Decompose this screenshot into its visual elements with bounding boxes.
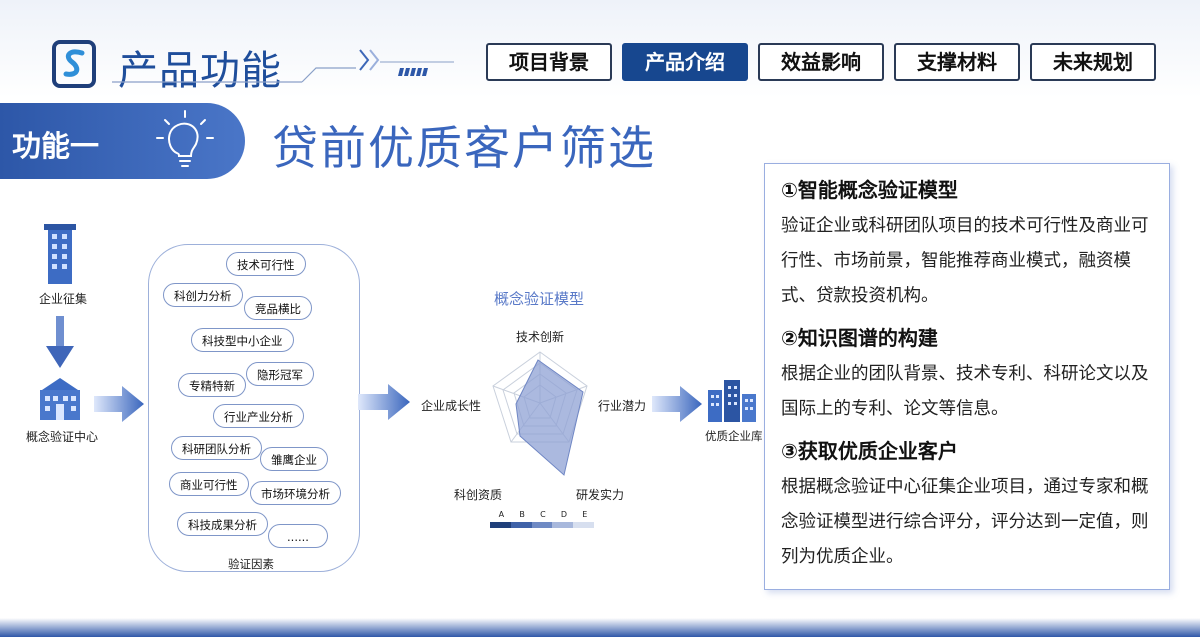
collect-label: 企业征集 [39,292,88,306]
info-heading: ②知识图谱的构建 [781,326,938,350]
factor-pill: 雏鹰企业 [260,447,328,471]
factor-pill: 科研团队分析 [171,436,262,460]
title-decoration [112,49,454,83]
factor-pill: 科技型中小企业 [191,328,294,352]
factor-pill: 行业产业分析 [213,404,304,428]
factor-pill: 科创力分析 [163,283,243,307]
radar-title: 概念验证模型 [494,290,585,308]
radar-axis-label: 研发实力 [576,488,625,502]
info-text: 根据概念验证中心征集企业项目，通过专家和概念验证模型进行综合评分，评分达到一定值… [781,477,1149,567]
page-title: 产品功能 [118,48,282,94]
flow-left-icons [40,224,80,420]
nav-tab-benefit-impact[interactable]: 效益影响 [758,43,884,81]
nav-tab-future-plan[interactable]: 未来规划 [1030,43,1156,81]
radar-axis-label: 行业潜力 [598,399,647,413]
brand-logo-icon [52,40,96,88]
building-icon [44,224,76,284]
radar-axis-label: 科创资质 [454,488,503,502]
arrow-right-icon [94,386,144,422]
company-library-icon [708,380,756,422]
factor-pill: 竞品横比 [244,296,312,320]
factor-pill-more: ...... [268,524,328,548]
nav-tab-project-background[interactable]: 项目背景 [486,43,612,81]
center-label: 概念验证中心 [26,430,99,444]
factor-pill: 专精特新 [178,373,246,397]
top-nav: 项目背景 产品介绍 效益影响 支撑材料 未来规划 [486,43,1156,81]
arrow-right-icon [652,386,702,422]
bottom-band [0,618,1200,637]
feature-title: 贷前优质客户筛选 [272,121,656,175]
factor-pill: 商业可行性 [169,472,249,496]
info-text: 根据企业的团队背景、技术专利、科研论文以及国际上的专利、论文等信息。 [781,364,1149,419]
radar-scale-labels: A B C D E [498,510,588,519]
nav-tab-product-intro[interactable]: 产品介绍 [622,43,748,81]
lightbulb-icon [156,110,214,167]
nav-tab-support-materials[interactable]: 支撑材料 [894,43,1020,81]
center-building-icon [40,378,80,420]
info-panel: ①智能概念验证模型 验证企业或科研团队项目的技术可行性及商业可行性、市场前景，智… [764,163,1170,590]
info-heading: ③获取优质企业客户 [781,439,958,463]
factor-pill: 隐形冠军 [246,362,314,386]
radar-chart [492,351,588,476]
feature-badge-label: 功能一 [12,129,100,163]
radar-axis-label: 企业成长性 [421,399,482,413]
radar-axis-label: 技术创新 [516,330,565,344]
radar-scale-bar [490,522,594,528]
factor-pill: 科技成果分析 [177,512,268,536]
arrow-right-icon [358,384,410,420]
info-text: 验证企业或科研团队项目的技术可行性及商业可行性、市场前景，智能推荐商业模式，融资… [781,216,1149,306]
factors-caption: 验证因素 [228,557,274,571]
result-label: 优质企业库 [705,429,763,443]
info-heading: ①智能概念验证模型 [781,178,958,202]
factor-pill: 技术可行性 [226,252,306,276]
factor-pill: 市场环境分析 [250,481,341,505]
feature-badge: 功能一 [0,103,245,179]
